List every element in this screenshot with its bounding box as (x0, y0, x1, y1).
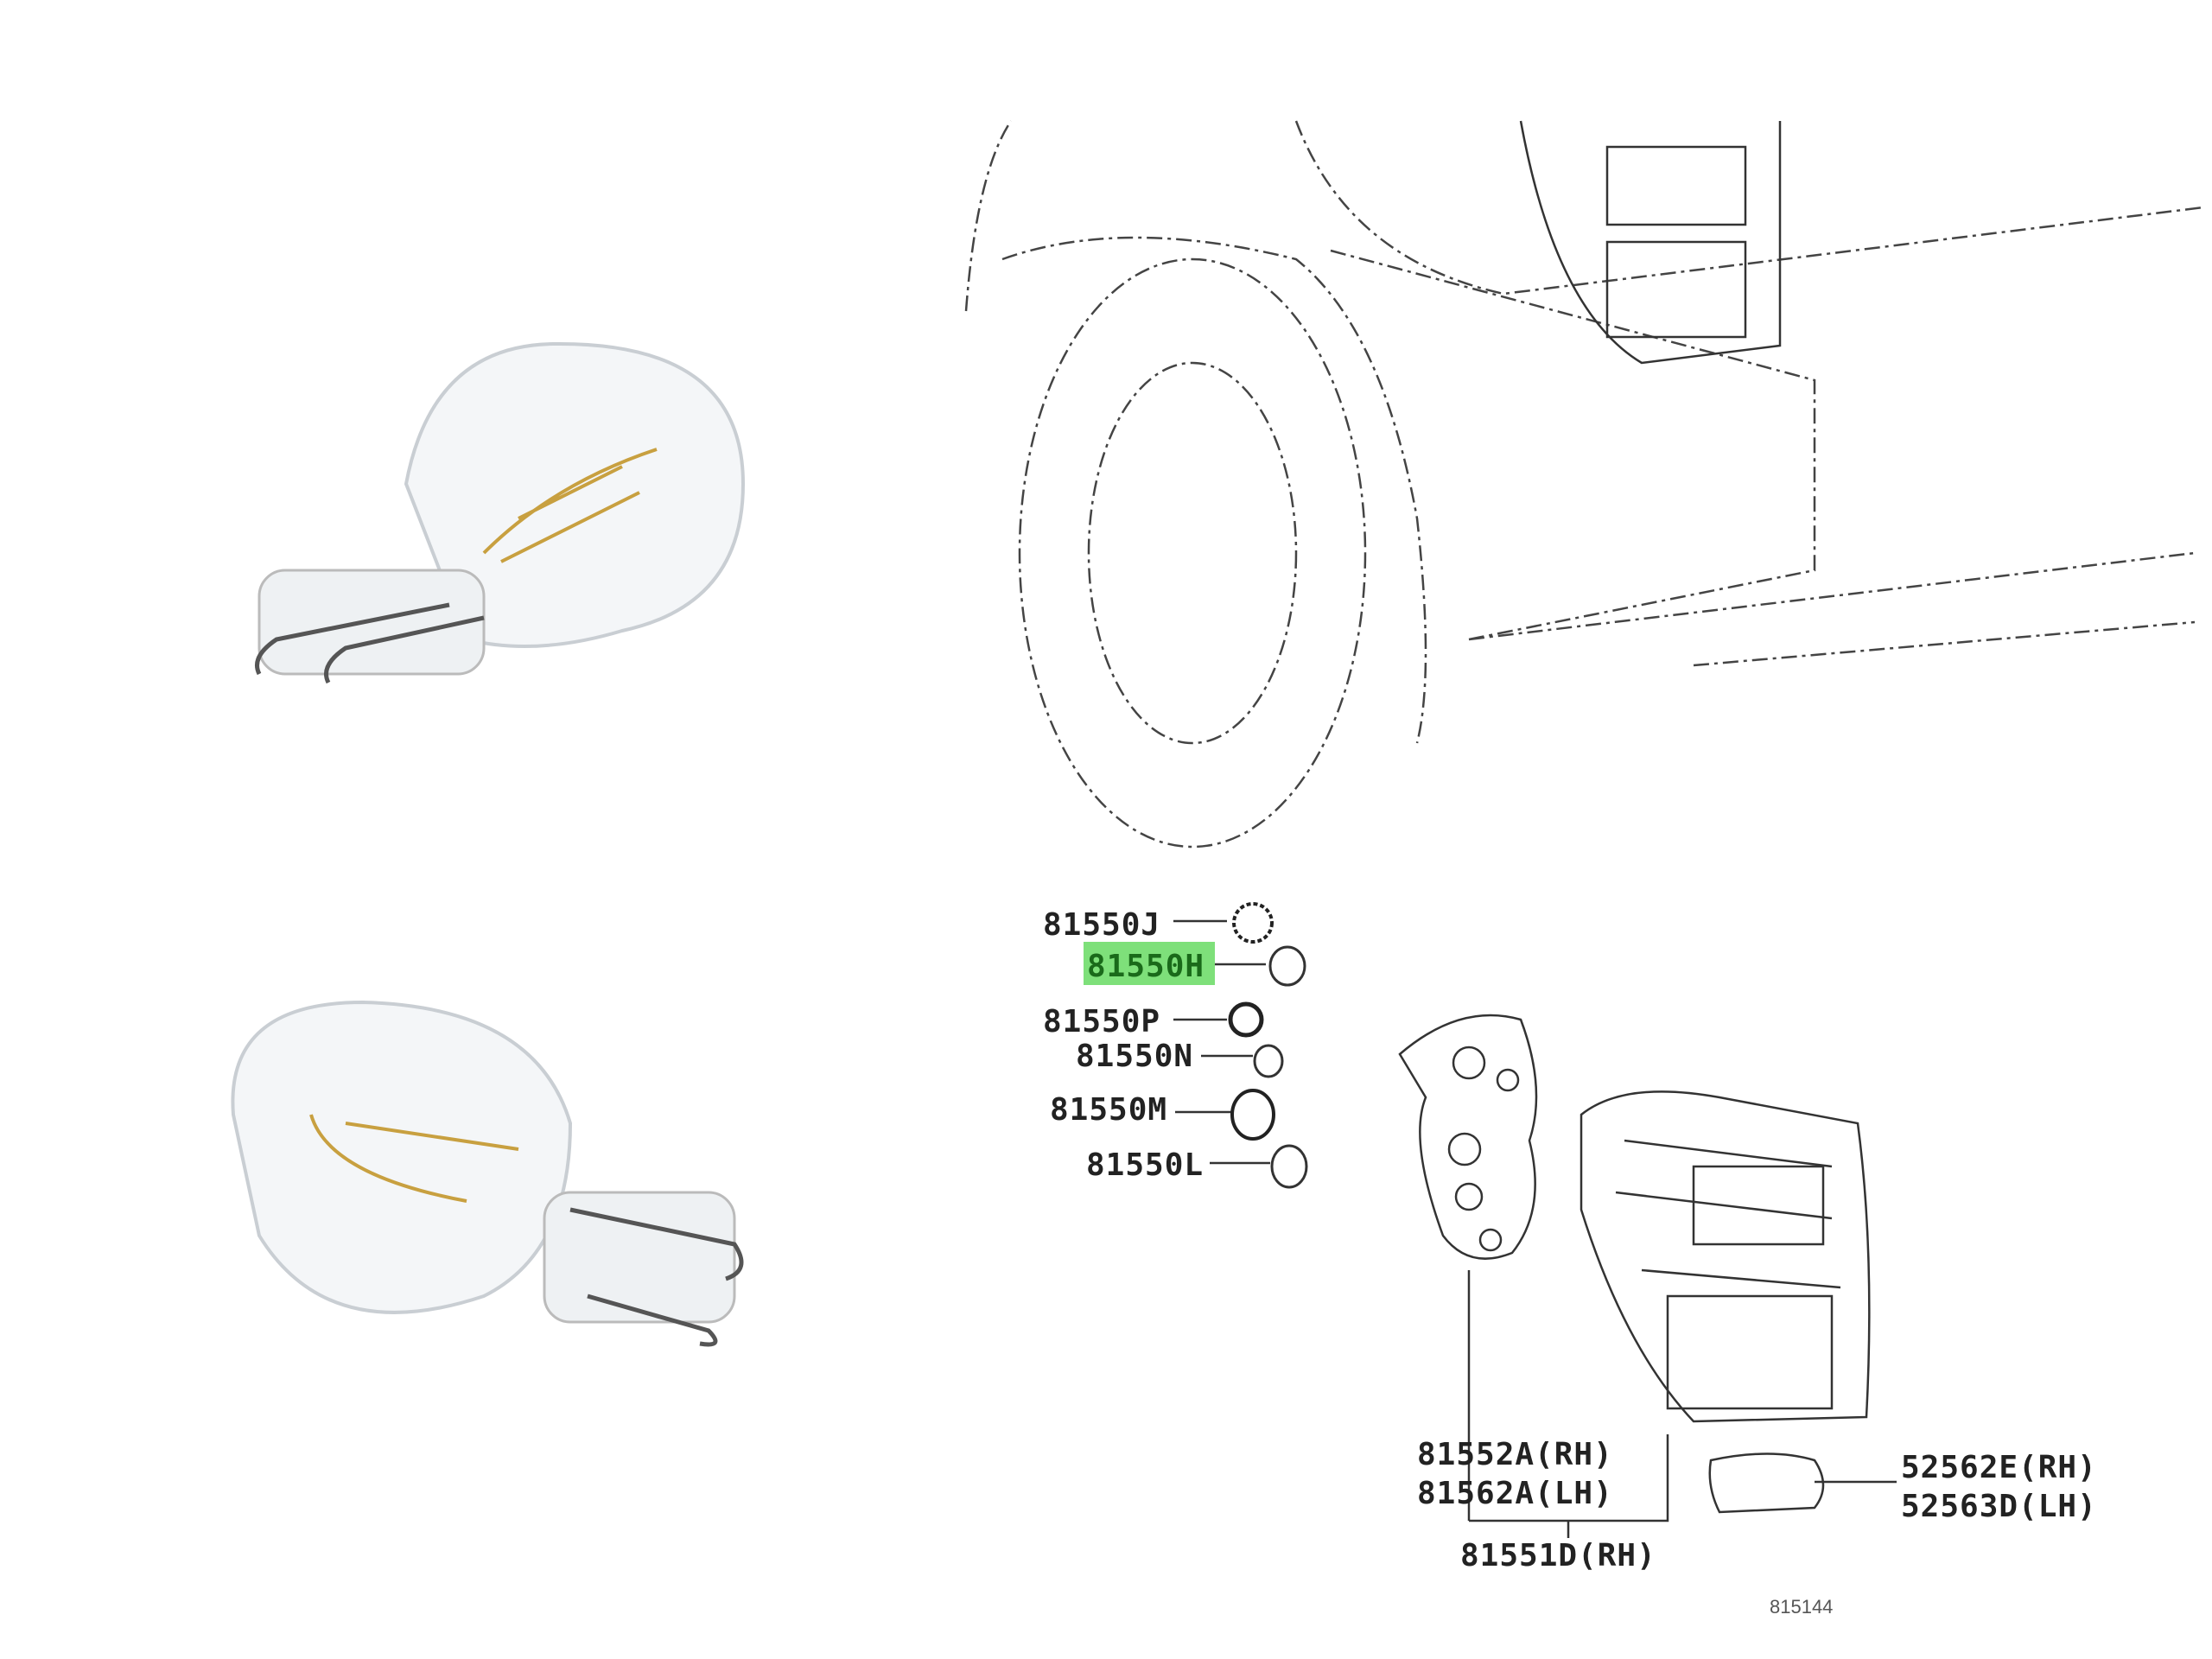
bulb-image-top (255, 341, 746, 684)
highlight-box (1084, 942, 1215, 985)
part-label[interactable]: 81550N (1076, 1039, 1193, 1074)
part-label[interactable]: 81550L (1086, 1147, 1204, 1183)
callout-81550J[interactable]: 81550J (1043, 902, 1274, 944)
part-label[interactable]: 81550P (1043, 1004, 1160, 1039)
callout-81550H[interactable]: 81550H (1084, 942, 1306, 987)
part-label[interactable]: 52562E(RH) (1901, 1450, 2097, 1485)
bulb-socket-icon (1228, 1001, 1264, 1038)
part-label[interactable]: 52563D(LH) (1901, 1489, 2097, 1524)
callout-81550M[interactable]: 81550M (1050, 1089, 1275, 1141)
socket-drawing (1708, 1452, 1897, 1514)
callout-81550L[interactable]: 81550L (1086, 1144, 1308, 1189)
socket-labels: 52562E(RH) 52563D(LH) (1901, 1450, 2097, 1524)
assembly-label-clip: 81551D(RH) (1460, 1538, 1656, 1573)
callout-81550P[interactable]: 81550P (1043, 1001, 1264, 1039)
part-label[interactable]: 81562A(LH) (1417, 1476, 1613, 1511)
part-label[interactable]: 81550M (1050, 1092, 1167, 1128)
tail-lamp-drawing (1580, 1090, 1871, 1423)
part-label-highlighted[interactable]: 81550H (1087, 949, 1205, 984)
bulb-icon (1268, 945, 1306, 987)
bulb-icon (1270, 1144, 1308, 1189)
bulb-image-bottom (231, 1000, 744, 1347)
gasket-drawing (1398, 1014, 1538, 1521)
bulb-icon (1253, 1044, 1284, 1078)
figure-id: 815144 (1770, 1596, 1833, 1618)
gasket-labels: 81552A(RH) 81562A(LH) (1417, 1437, 1613, 1511)
bulb-socket-icon (1232, 902, 1274, 944)
callout-81550N[interactable]: 81550N (1076, 1039, 1284, 1078)
vehicle-rear-drawing (964, 120, 2204, 849)
part-label[interactable]: 81550J (1043, 907, 1160, 943)
part-label[interactable]: 81551D(RH) (1460, 1538, 1656, 1573)
bulb-socket-icon (1230, 1089, 1275, 1141)
callout-list: 81550J 81550H 81550P 81550N 81550M 81550… (1043, 902, 1308, 1189)
part-label[interactable]: 81552A(RH) (1417, 1437, 1613, 1472)
